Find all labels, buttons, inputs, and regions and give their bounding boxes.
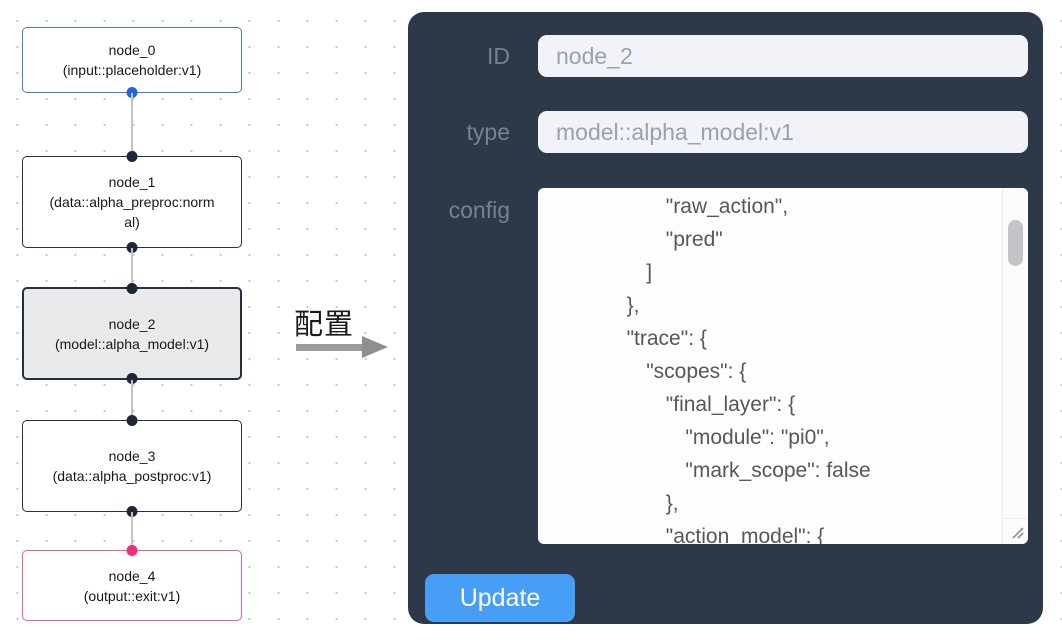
scrollbar-thumb[interactable] [1008,220,1023,266]
flow-node[interactable]: node_0 (input::placeholder:v1) [22,27,242,98]
config-line: "final_layer": { [665,393,796,416]
node-id-label: node_0 [108,42,156,58]
config-line: "trace": { [626,327,707,350]
input-port-icon[interactable] [126,151,138,162]
config-line: "module": "pi0", [685,426,830,449]
output-port-icon[interactable] [126,87,138,98]
config-line: "pred" [665,228,723,251]
node-type-label: (data::alpha_postproc:v1) [52,468,212,484]
config-line: "action_model": { [665,525,825,544]
output-port-icon[interactable] [126,506,138,517]
output-port-icon[interactable] [126,373,138,384]
type-input[interactable] [538,111,1028,153]
type-field-label: type [466,119,510,145]
scrollbar-track[interactable] [1002,188,1028,518]
flow-node[interactable]: node_3 (data::alpha_postproc:v1) [22,415,242,517]
node-id-label: node_1 [108,174,156,190]
config-line: "mark_scope": false [685,459,871,482]
config-line: ] [646,261,653,284]
node-type-label: (output::exit:v1) [83,587,181,604]
config-editor[interactable]: "raw_action", "pred"]}, "trace": { "scopes"… [538,188,1028,544]
transition-label: 配置 [294,309,355,341]
config-line: "scopes": { [646,360,747,383]
resize-handle-icon[interactable] [1002,518,1028,544]
config-field-label: config [448,197,510,223]
node-config-panel: ID type config "raw_action", "pred"]}, "tr… [408,12,1043,624]
flow-node[interactable]: node_1 (data::alpha_preproc:normal) [22,151,242,253]
node-id-label: node_4 [108,567,156,584]
flow-node[interactable]: node_2 (model::alpha_model:v1) [22,283,242,384]
id-input[interactable] [538,35,1028,77]
node-type-label: (input::placeholder:v1) [62,62,202,78]
node-type-label: (data::alpha_preproc:normal) [49,194,215,230]
update-button[interactable]: Update [425,574,575,622]
edge [131,93,133,156]
input-port-icon[interactable] [126,415,138,426]
input-port-icon[interactable] [126,283,138,294]
config-line: }, [626,294,640,317]
input-port-icon[interactable] [126,545,138,556]
config-line: }, [665,492,679,515]
config-editor-content: "raw_action", "pred"]}, "trace": { "scopes"… [538,188,1028,544]
edge [131,248,133,287]
flow-node[interactable]: node_4 (output::exit:v1) [22,545,242,621]
config-line: "raw_action", [665,195,789,218]
node-id-label: node_2 [108,315,156,332]
node-type-label: (model::alpha_model:v1) [54,335,210,352]
id-field-label: ID [487,43,510,69]
edge [131,380,133,420]
node-id-label: node_3 [108,448,156,464]
output-port-icon[interactable] [126,242,138,253]
arrow-right-icon [296,336,388,358]
edge [131,512,133,550]
